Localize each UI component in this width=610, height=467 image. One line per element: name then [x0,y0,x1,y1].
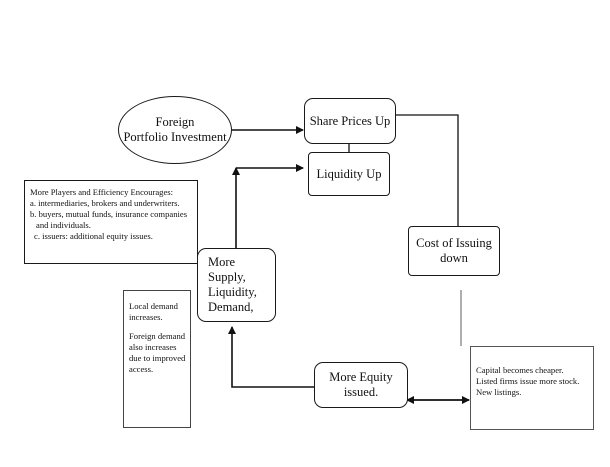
local-foreign-demand-note: Local demand increases. Foreign demand a… [123,290,191,428]
connector-share-prices-to-cost [395,114,459,226]
more-supply-line-1: More Supply, [208,255,246,284]
more-equity-line-2: issued. [343,385,379,399]
foreign-portfolio-investment-node: Foreign Portfolio Investment [118,96,232,164]
players-note-line-2: a. intermediaries, brokers and underwrit… [30,198,180,208]
cost-of-issuing-line-1: Cost of Issuing [416,236,492,250]
share-prices-up-node: Share Prices Up [304,98,396,144]
cost-of-issuing-line-2: down [440,251,468,265]
more-supply-line-3: Demand, [208,300,254,314]
players-note-line-1: More Players and Efficiency Encourages: [30,187,174,197]
arrow-equity-to-supply [228,326,314,388]
local-demand-line-2: increases. [129,312,163,322]
more-players-note: More Players and Efficiency Encourages: … [24,180,198,264]
liquidity-up-node: Liquidity Up [308,152,390,196]
players-note-line-4: and individuals. [36,220,91,230]
share-prices-up-label: Share Prices Up [309,113,391,128]
foreign-investment-line-1: Foreign [155,115,195,129]
more-supply-node: More Supply, Liquidity, Demand, [197,248,276,322]
capital-note-line-2: Listed firms issue more stock. [476,376,580,386]
foreign-demand-line-4: access. [129,364,154,374]
more-equity-issued-node: More Equity issued. [314,362,408,408]
players-note-line-3: b. buyers, mutual funds, insurance compa… [30,209,188,219]
liquidity-up-label: Liquidity Up [316,166,382,181]
capital-cheaper-note: Capital becomes cheaper. Listed firms is… [470,346,594,430]
cost-of-issuing-node: Cost of Issuing down [408,226,500,276]
foreign-demand-line-2: also increases [129,342,177,352]
more-equity-line-1: More Equity [329,370,393,384]
local-demand-line-1: Local demand [129,301,178,311]
players-note-line-5: c. issuers: additional equity issues. [34,231,153,241]
more-supply-line-2: Liquidity, [208,285,257,299]
foreign-demand-line-1: Foreign demand [129,331,186,341]
capital-note-line-1: Capital becomes cheaper. [476,365,564,375]
foreign-investment-line-2: Portfolio Investment [123,130,227,144]
foreign-demand-line-3: due to improved [129,353,186,363]
capital-note-line-3: New listings. [476,387,522,397]
